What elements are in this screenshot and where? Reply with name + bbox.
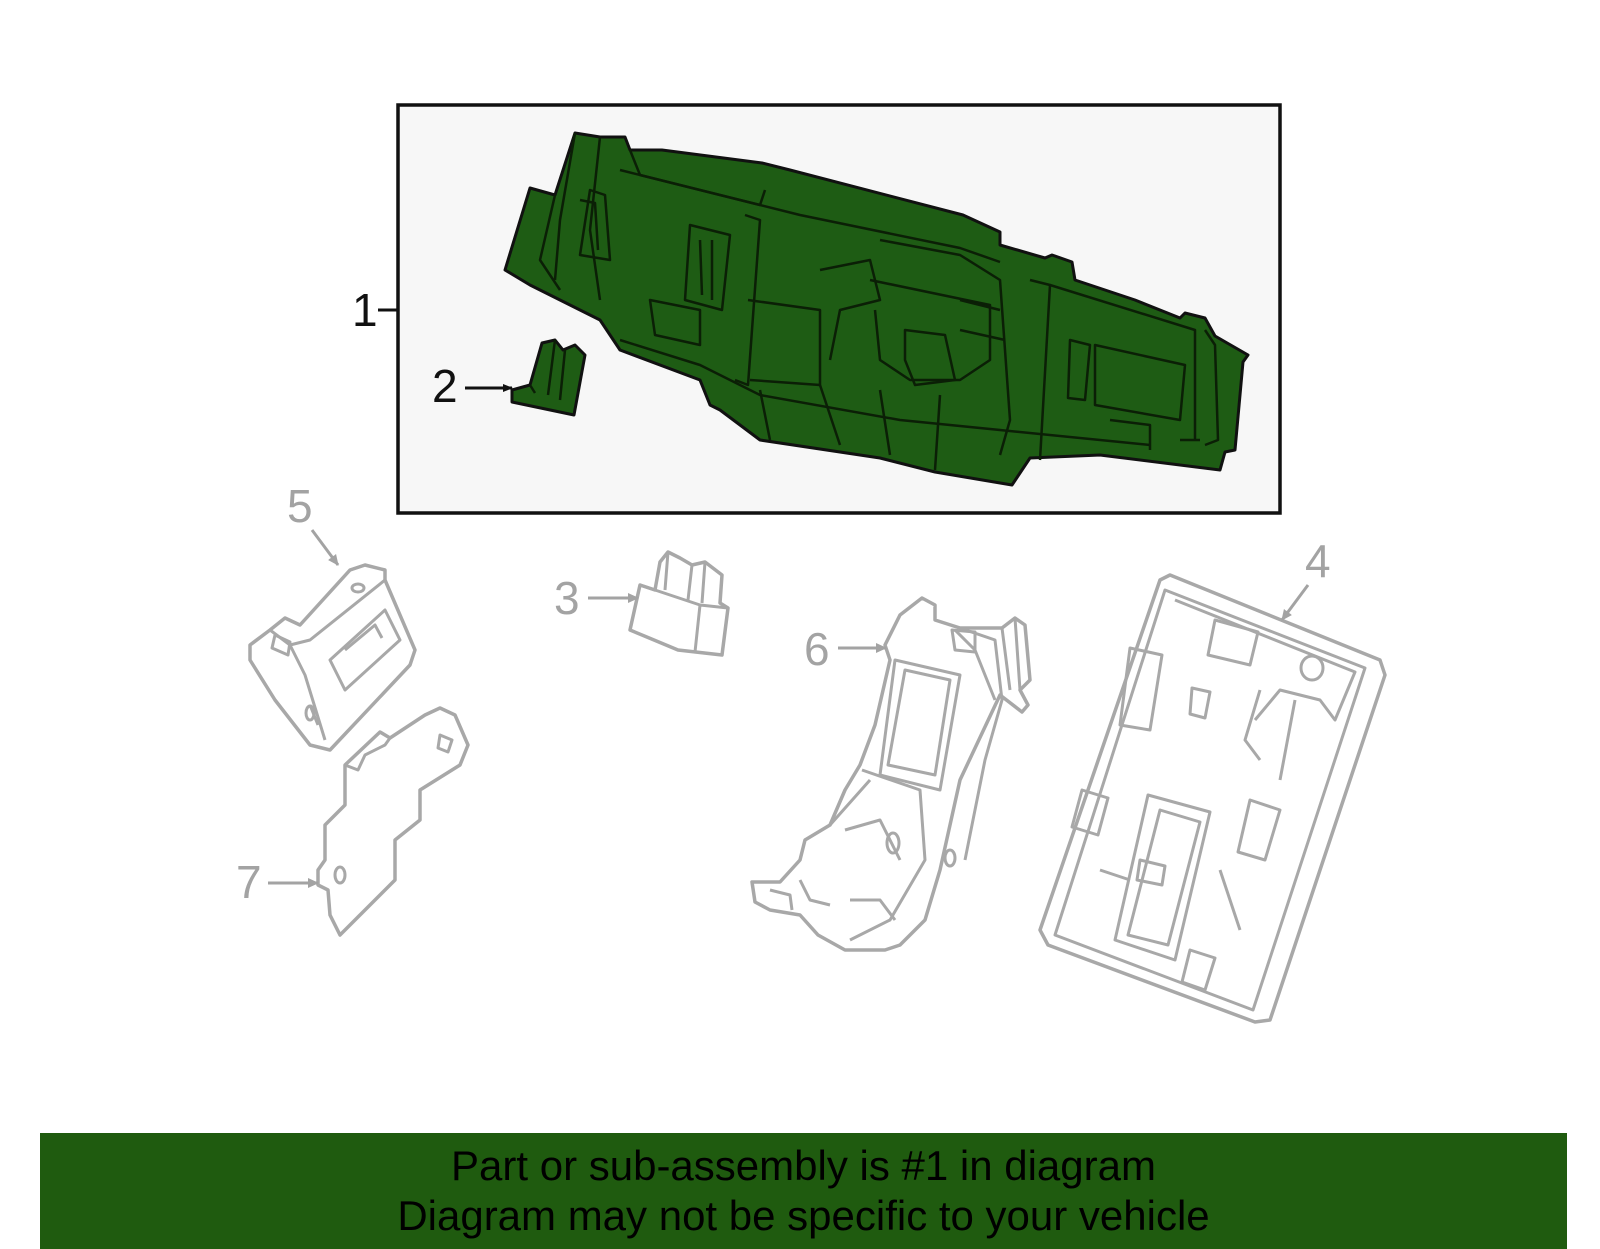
part-1-junction-block[interactable] [503,131,1250,487]
part-5-bracket[interactable] [248,563,417,752]
part-2-fuse[interactable] [510,338,587,417]
callout-4-arrow [1280,584,1310,621]
callout-2: 2 [432,360,458,412]
part-6-bracket[interactable] [750,596,1032,952]
part-7-plate[interactable] [316,706,470,937]
part-3-fuse[interactable] [628,550,730,657]
part-4-control-module[interactable] [1038,573,1387,1024]
notice-line-1: Part or sub-assembly is #1 in diagram [451,1142,1156,1189]
notice-line-2: Diagram may not be specific to your vehi… [397,1192,1210,1239]
callout-6: 6 [804,623,830,675]
callout-1: 1 [352,284,378,336]
callout-5: 5 [287,480,313,532]
callout-5-arrow [310,529,340,566]
callout-4: 4 [1305,535,1331,587]
notice-banner: Part or sub-assembly is #1 in diagram Di… [40,1133,1567,1249]
callout-7: 7 [236,856,262,908]
callout-3: 3 [554,572,580,624]
